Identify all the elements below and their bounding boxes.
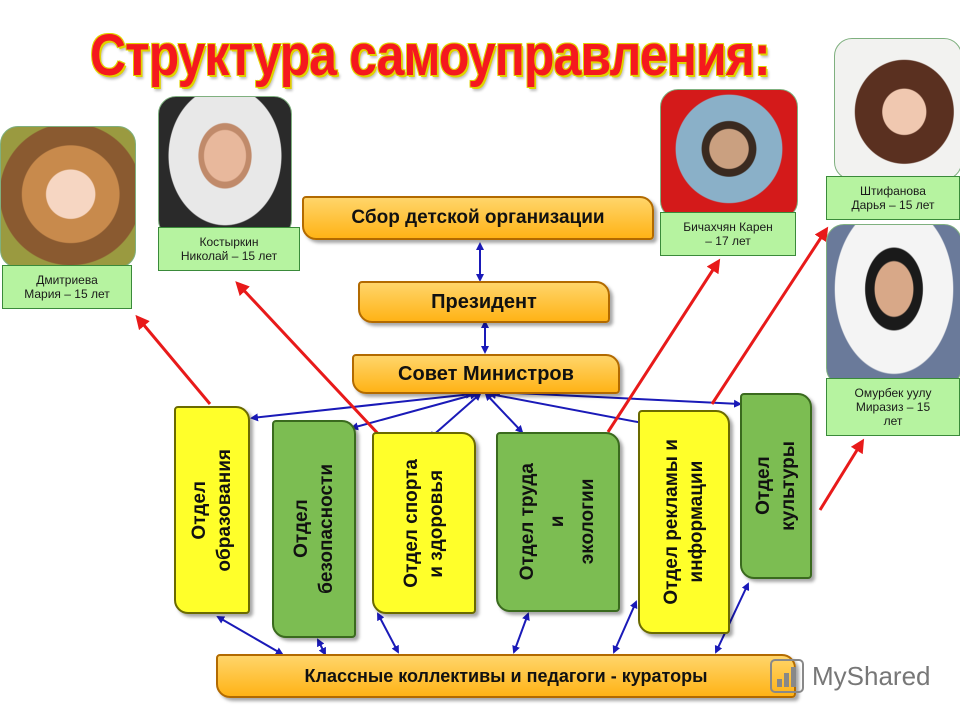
dept-labor-label: Отдел труда и экологии [517, 463, 598, 581]
red-arrow-labor-person [606, 258, 721, 433]
arrow-security-bottom [317, 638, 326, 656]
red-arrow-sport-person [235, 281, 384, 440]
box-president: Президент [358, 281, 610, 323]
person-name-5: Омурбек уулу Миразиз – 15 лет [826, 378, 960, 436]
person-photo-3 [660, 89, 798, 219]
box-dept-ads: Отдел рекламы и информации [638, 410, 730, 634]
box-dept-education: Отдел образования [174, 406, 250, 614]
red-arrows [135, 226, 865, 511]
red-arrow-education-person [135, 314, 212, 405]
person-name-2: Костыркин Николай – 15 лет [158, 227, 300, 271]
arrow-sovet-sport [428, 392, 482, 440]
person-photo-2 [158, 96, 292, 238]
arrow-sovet-security [350, 391, 478, 431]
arrow-sport-bottom [377, 612, 399, 654]
person-name-1: Дмитриева Мария – 15 лет [2, 265, 132, 309]
blue-arrows [216, 242, 750, 656]
person-name-4: Штифанова Дарья – 15 лет [826, 176, 960, 220]
box-dept-culture: Отдел культуры [740, 393, 812, 579]
red-arrow-culture-person [818, 438, 865, 511]
arrow-sovet-education [250, 390, 474, 422]
arrow-labor-bottom [512, 612, 530, 654]
box-dept-sport: Отдел спорта и здоровья [372, 432, 476, 614]
dept-security-label: Отдел безопасности [291, 464, 337, 594]
watermark: MyShared [770, 656, 931, 696]
person-photo-1 [0, 126, 136, 268]
page-title: Структура самоуправления: [90, 23, 771, 88]
box-dept-labor: Отдел труда и экологии [496, 432, 620, 612]
arrow-ads-bottom [612, 600, 638, 654]
dept-education-label: Отдел образования [189, 448, 235, 572]
box-bottom: Классные коллективы и педагоги - куратор… [216, 654, 796, 698]
watermark-text: MyShared [812, 660, 931, 691]
red-arrow-ads-person [710, 226, 829, 405]
dept-culture-label: Отдел культуры [753, 441, 799, 531]
person-photo-5 [826, 224, 960, 386]
arrow-culture-bottom [714, 582, 750, 654]
myshared-logo-icon [770, 659, 804, 693]
box-sovet: Совет Министров [352, 354, 620, 394]
person-photo-4 [834, 38, 960, 180]
arrow-education-bottom [216, 615, 284, 656]
person-name-3: Бичахчян Карен – 17 лет [660, 212, 796, 256]
box-sbor: Сбор детской организации [302, 196, 654, 240]
dept-sport-label: Отдел спорта и здоровья [401, 458, 447, 588]
box-dept-security: Отдел безопасности [272, 420, 356, 638]
dept-ads-label: Отдел рекламы и информации [661, 439, 707, 605]
arrow-sovet-culture [492, 388, 742, 408]
